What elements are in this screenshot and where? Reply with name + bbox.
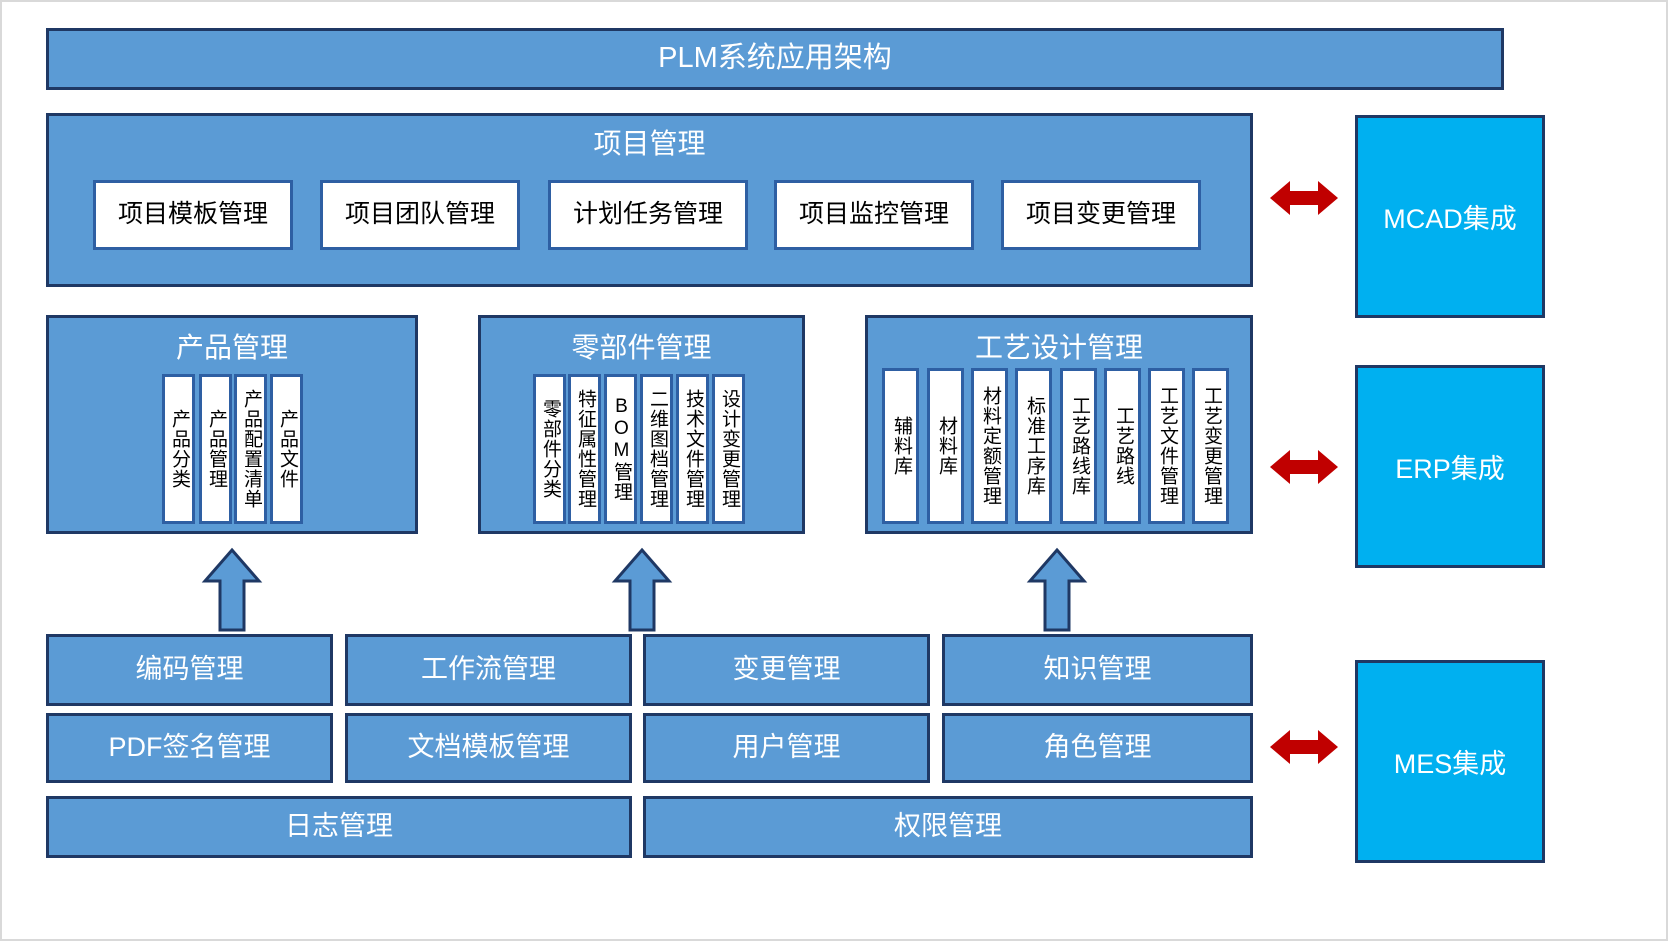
- process-item-label: 工艺路线库: [1068, 396, 1090, 496]
- double-arrow-icon-erp: [1270, 446, 1338, 488]
- platform-row1-item-3[interactable]: 知识管理: [942, 634, 1253, 706]
- product-item-2[interactable]: 产品配置清单: [234, 374, 267, 524]
- project-item-2[interactable]: 计划任务管理: [548, 180, 748, 250]
- platform-item-label: 变更管理: [732, 654, 841, 685]
- group-process-design-title: 工艺设计管理: [974, 332, 1143, 363]
- integration-mcad[interactable]: MCAD集成: [1355, 115, 1545, 318]
- parts-item-2[interactable]: BOM管理: [604, 374, 637, 524]
- platform-row2-item-2[interactable]: 用户管理: [643, 713, 930, 783]
- double-arrow-icon-mcad: [1270, 177, 1338, 219]
- group-parts-management-title: 零部件管理: [571, 332, 712, 363]
- process-item-label: 材料定额管理: [979, 386, 1001, 506]
- platform-item-label: 文档模板管理: [407, 732, 570, 763]
- parts-item-label: 特征属性管理: [574, 389, 596, 509]
- integration-label: ERP集成: [1395, 454, 1505, 484]
- parts-item-label: 设计变更管理: [718, 389, 740, 509]
- integration-erp[interactable]: ERP集成: [1355, 365, 1545, 568]
- platform-row1-item-0[interactable]: 编码管理: [46, 634, 333, 706]
- integration-mes[interactable]: MES集成: [1355, 660, 1545, 863]
- platform-row3-item-1[interactable]: 权限管理: [643, 796, 1253, 858]
- parts-item-label: 技术文件管理: [682, 389, 704, 509]
- parts-item-label: BOM管理: [610, 396, 632, 502]
- project-item-label: 项目监控管理: [798, 200, 949, 229]
- platform-item-label: 角色管理: [1043, 732, 1152, 763]
- up-arrow-process: [1026, 547, 1088, 632]
- project-item-4[interactable]: 项目变更管理: [1001, 180, 1201, 250]
- platform-row2-item-1[interactable]: 文档模板管理: [345, 713, 632, 783]
- platform-row2-item-3[interactable]: 角色管理: [942, 713, 1253, 783]
- platform-row1-item-2[interactable]: 变更管理: [643, 634, 930, 706]
- parts-item-label: 零部件分类: [539, 399, 561, 499]
- product-item-3[interactable]: 产品文件: [270, 374, 303, 524]
- process-item-label: 辅料库: [890, 416, 912, 476]
- parts-item-3[interactable]: 二维图档管理: [640, 374, 673, 524]
- process-item-1[interactable]: 材料库: [927, 368, 964, 524]
- product-item-label: 产品管理: [205, 409, 227, 489]
- group-product-management-title: 产品管理: [175, 332, 288, 363]
- process-item-6[interactable]: 工艺文件管理: [1148, 368, 1185, 524]
- parts-item-5[interactable]: 设计变更管理: [712, 374, 745, 524]
- process-item-2[interactable]: 材料定额管理: [971, 368, 1008, 524]
- parts-item-label: 二维图档管理: [646, 389, 668, 509]
- project-item-label: 项目模板管理: [117, 200, 268, 229]
- product-item-0[interactable]: 产品分类: [162, 374, 195, 524]
- process-item-5[interactable]: 工艺路线: [1104, 368, 1141, 524]
- product-item-label: 产品配置清单: [240, 389, 262, 509]
- platform-row3-item-0[interactable]: 日志管理: [46, 796, 632, 858]
- product-item-label: 产品分类: [168, 409, 190, 489]
- platform-item-label: PDF签名管理: [108, 732, 271, 763]
- group-project-management-title: 项目管理: [593, 128, 706, 159]
- platform-row1-item-1[interactable]: 工作流管理: [345, 634, 632, 706]
- double-arrow-icon-mes: [1270, 726, 1338, 768]
- process-item-3[interactable]: 标准工序库: [1015, 368, 1052, 524]
- process-item-4[interactable]: 工艺路线库: [1060, 368, 1097, 524]
- project-item-label: 计划任务管理: [572, 200, 723, 229]
- parts-item-1[interactable]: 特征属性管理: [568, 374, 601, 524]
- process-item-label: 工艺文件管理: [1156, 386, 1178, 506]
- up-arrow-product: [201, 547, 263, 632]
- platform-item-label: 用户管理: [732, 732, 841, 763]
- product-item-label: 产品文件: [276, 409, 298, 489]
- integration-label: MES集成: [1393, 749, 1507, 779]
- platform-item-label: 工作流管理: [421, 654, 556, 685]
- parts-item-4[interactable]: 技术文件管理: [676, 374, 709, 524]
- group-product-management: 产品管理: [46, 315, 418, 534]
- up-arrow-parts: [611, 547, 673, 632]
- process-item-label: 材料库: [935, 416, 957, 476]
- process-item-label: 工艺变更管理: [1200, 386, 1222, 506]
- process-item-7[interactable]: 工艺变更管理: [1192, 368, 1229, 524]
- project-item-3[interactable]: 项目监控管理: [774, 180, 974, 250]
- integration-label: MCAD集成: [1383, 204, 1517, 234]
- project-item-label: 项目变更管理: [1025, 200, 1176, 229]
- platform-item-label: 日志管理: [285, 811, 393, 842]
- product-item-1[interactable]: 产品管理: [199, 374, 232, 524]
- project-item-label: 项目团队管理: [344, 200, 495, 229]
- process-item-label: 工艺路线: [1112, 406, 1134, 486]
- parts-item-0[interactable]: 零部件分类: [533, 374, 566, 524]
- platform-item-label: 权限管理: [894, 811, 1002, 842]
- platform-item-label: 编码管理: [135, 654, 244, 685]
- project-item-0[interactable]: 项目模板管理: [93, 180, 293, 250]
- platform-item-label: 知识管理: [1043, 654, 1152, 685]
- diagram-title-banner: PLM系统应用架构: [46, 28, 1504, 90]
- process-item-label: 标准工序库: [1023, 396, 1045, 496]
- project-item-1[interactable]: 项目团队管理: [320, 180, 520, 250]
- diagram-title-text: PLM系统应用架构: [658, 42, 892, 75]
- process-item-0[interactable]: 辅料库: [882, 368, 919, 524]
- platform-row2-item-0[interactable]: PDF签名管理: [46, 713, 333, 783]
